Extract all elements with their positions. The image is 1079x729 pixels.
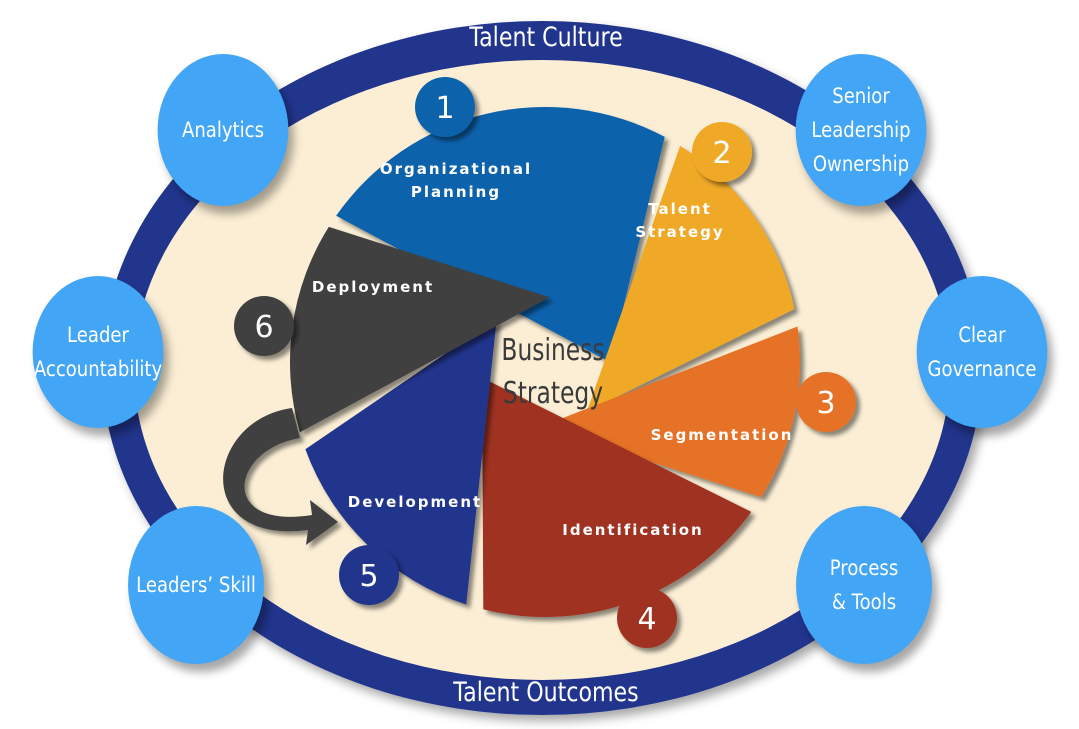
- step-number-badge: [415, 77, 475, 137]
- bubble-text: Leadership: [811, 118, 911, 142]
- cycle-arrow-icon: [223, 408, 338, 545]
- segment-3: [540, 326, 800, 498]
- segment-1: [336, 106, 665, 363]
- step-number-badge: [339, 545, 399, 605]
- ring-bottom-label: Talent Outcomes: [452, 676, 638, 708]
- step-label: Development: [348, 493, 482, 511]
- step-label: Segmentation: [651, 426, 794, 444]
- step-label: Planning: [411, 183, 501, 201]
- step-number: 1: [435, 91, 454, 126]
- bubble-text: Ownership: [812, 152, 910, 176]
- step-number-badge: [617, 588, 677, 648]
- step-number: 4: [637, 602, 656, 637]
- step-label: Strategy: [635, 223, 724, 241]
- step-number: 3: [816, 386, 835, 421]
- bubble-leaders-skill: Leaders’ Skill: [128, 506, 264, 664]
- step-number-badge: [234, 296, 294, 356]
- step-label: Deployment: [312, 278, 434, 296]
- segment-6: [290, 226, 550, 433]
- center-line1: Business: [501, 333, 604, 368]
- center-line2: Strategy: [503, 376, 603, 411]
- step-number-badge: [692, 122, 752, 182]
- step-number: 2: [712, 136, 731, 171]
- bubble-text: Senior: [832, 84, 890, 108]
- bubble-text: Governance: [927, 357, 1037, 381]
- step-label: Identification: [562, 521, 703, 539]
- segment-5: [305, 318, 497, 605]
- step-label: Talent: [648, 200, 712, 218]
- bubble-process-tools: Process & Tools: [796, 506, 932, 664]
- bubble-text: & Tools: [831, 590, 897, 614]
- bubble-text: Leaders’ Skill: [136, 573, 256, 597]
- bubble-text: Leader: [67, 323, 129, 347]
- bubble-analytics: Analytics: [157, 54, 289, 206]
- bubble-text: Accountability: [33, 357, 163, 381]
- segment-4: [482, 377, 752, 617]
- step-label: Organizational: [380, 160, 532, 178]
- bubble-text: Clear: [958, 323, 1006, 347]
- step-number: 6: [254, 310, 273, 345]
- segment-2: [586, 145, 795, 412]
- bubble-text: Analytics: [181, 118, 265, 142]
- bubble-text: Process: [829, 556, 899, 580]
- step-number-badge: [796, 372, 856, 432]
- step-number: 5: [359, 559, 378, 594]
- ring-top-label: Talent Culture: [468, 21, 622, 53]
